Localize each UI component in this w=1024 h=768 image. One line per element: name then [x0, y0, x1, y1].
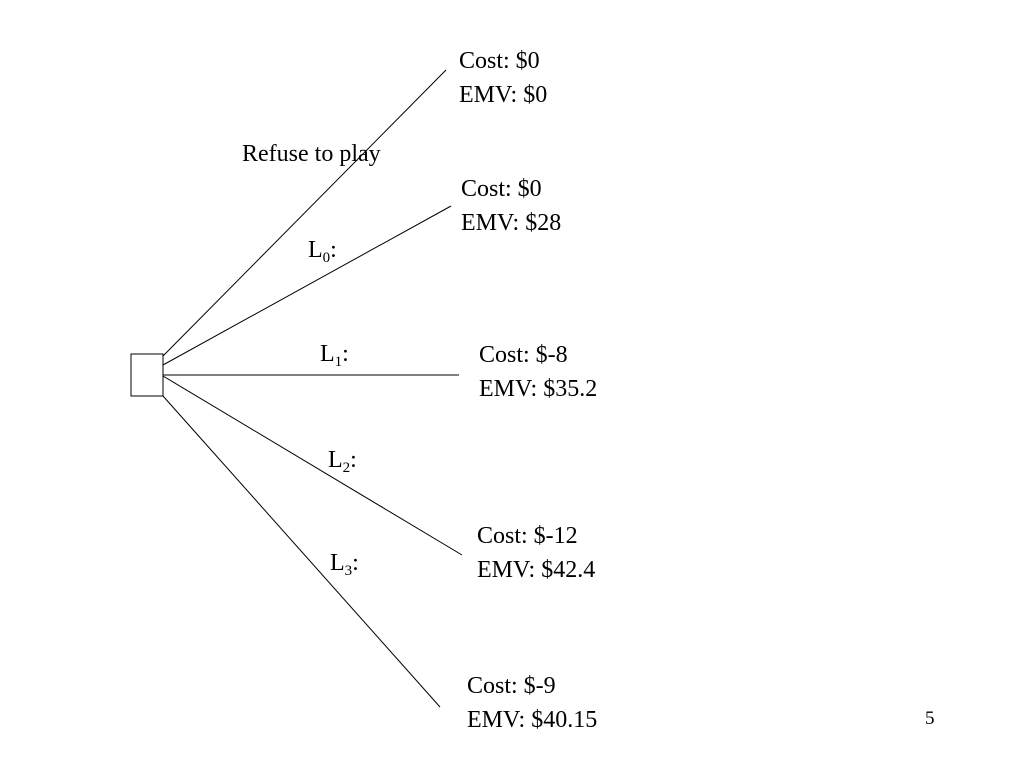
- branch-label-l1-base: L: [320, 341, 335, 367]
- branch-label-refuse: Refuse to play: [242, 137, 381, 171]
- outcome-l0-emv: EMV: $28: [461, 210, 562, 236]
- outcome-l3: Cost: $-9 EMV: $40.15: [467, 669, 597, 737]
- outcome-l1-cost: Cost: $-8: [479, 342, 568, 368]
- outcome-refuse-cost: Cost: $0: [459, 48, 540, 74]
- decision-node-square: [130, 353, 164, 397]
- branch-label-l0-subscript: 0: [322, 250, 331, 266]
- branch-label-l3: L3:: [330, 546, 359, 588]
- outcome-l2-emv: EMV: $42.4: [477, 557, 596, 583]
- branch-label-l0-base: L: [308, 237, 323, 263]
- branch-label-l2: L2:: [328, 443, 357, 485]
- branch-label-refuse-text: Refuse to play: [242, 141, 381, 167]
- branch-label-l1-subscript: 1: [334, 354, 343, 370]
- page-number: 5: [925, 708, 935, 729]
- outcome-l0: Cost: $0 EMV: $28: [461, 172, 561, 240]
- outcome-l2-cost: Cost: $-12: [477, 523, 578, 549]
- outcome-refuse-emv: EMV: $0: [459, 82, 548, 108]
- branch-label-l3-subscript: 3: [344, 563, 353, 579]
- branch-label-l1: L1:: [320, 337, 349, 379]
- branch-label-l2-suffix: :: [350, 447, 357, 473]
- branch-label-l3-suffix: :: [352, 550, 359, 576]
- branch-label-l1-suffix: :: [342, 341, 349, 367]
- branch-line-l2: [162, 375, 463, 556]
- outcome-l3-emv: EMV: $40.15: [467, 707, 598, 733]
- outcome-l2: Cost: $-12 EMV: $42.4: [477, 519, 595, 587]
- outcome-l1-emv: EMV: $35.2: [479, 376, 598, 402]
- branch-label-l2-subscript: 2: [342, 460, 351, 476]
- branch-label-l2-base: L: [328, 447, 343, 473]
- branch-line-l3: [162, 395, 441, 708]
- outcome-l1: Cost: $-8 EMV: $35.2: [479, 338, 597, 406]
- outcome-l0-cost: Cost: $0: [461, 176, 542, 202]
- branch-label-l3-base: L: [330, 550, 345, 576]
- outcome-l3-cost: Cost: $-9: [467, 673, 556, 699]
- branch-line-l0: [162, 205, 452, 366]
- outcome-refuse: Cost: $0 EMV: $0: [459, 44, 547, 112]
- branch-label-l0: L0:: [308, 233, 337, 275]
- branch-line-refuse: [162, 69, 447, 357]
- branch-label-l0-suffix: :: [330, 237, 337, 263]
